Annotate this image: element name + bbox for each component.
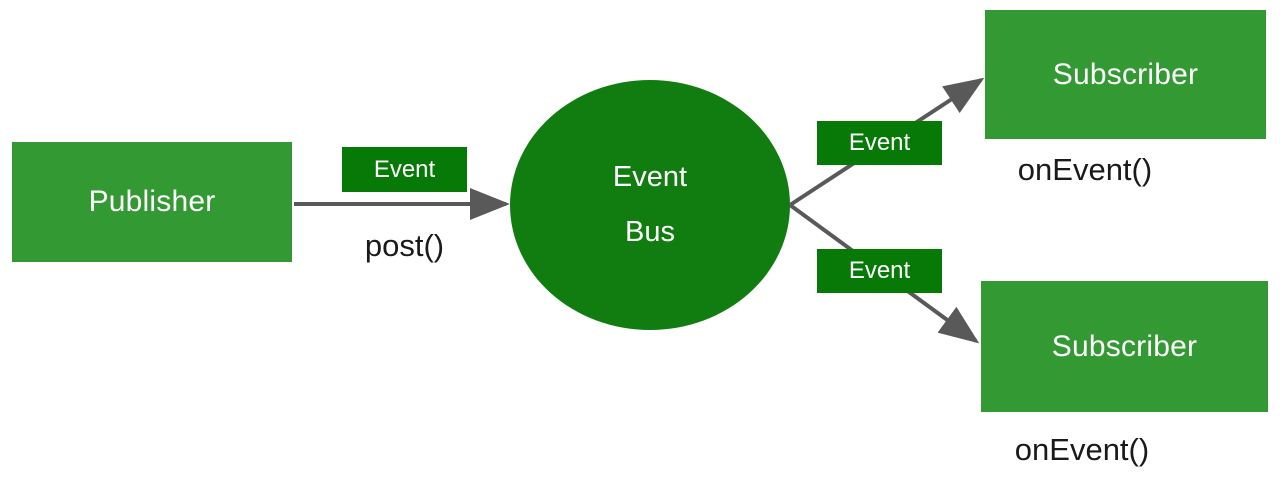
on-event-caption-bottom: onEvent()	[1014, 432, 1150, 467]
publisher-node[interactable]: Publisher	[12, 142, 292, 262]
subscriber-bottom-label: Subscriber	[1051, 329, 1198, 363]
publisher-label: Publisher	[88, 185, 216, 218]
event-bus-label-line1: Event	[612, 160, 688, 193]
event-tag-post-label: Event	[373, 155, 436, 183]
event-tag-bottom[interactable]: Event	[817, 249, 942, 293]
post-method-caption: post()	[364, 228, 445, 263]
event-tag-post[interactable]: Event	[342, 147, 467, 192]
event-tag-top[interactable]: Event	[817, 121, 942, 165]
subscriber-bottom-node[interactable]: Subscriber	[981, 281, 1268, 412]
subscriber-top-node[interactable]: Subscriber	[985, 10, 1266, 139]
subscriber-top-label: Subscriber	[1052, 57, 1199, 91]
on-event-caption-top: onEvent()	[1017, 152, 1153, 187]
event-bus-label-line2: Bus	[625, 216, 675, 248]
event-bus-node[interactable]: Event Bus	[510, 80, 790, 330]
event-tag-bottom-label: Event	[848, 257, 911, 284]
event-tag-top-label: Event	[848, 129, 911, 156]
